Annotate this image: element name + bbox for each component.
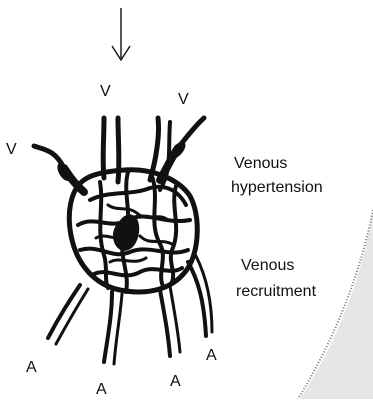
artery-label-3: A	[170, 373, 181, 390]
vein-label-top-left: V	[100, 83, 111, 100]
vein-label-left: V	[6, 141, 17, 158]
venous-hypertension-label-line1: Venous	[234, 155, 287, 172]
venous-recruitment-label-line1: Venous	[241, 257, 294, 274]
down-arrow-icon	[112, 8, 130, 60]
vein-label-top-right: V	[178, 91, 189, 108]
page-edge-shadow	[298, 210, 373, 399]
nidus-tangle	[69, 170, 197, 292]
artery-label-4: A	[206, 347, 217, 364]
artery-label-1: A	[26, 359, 37, 376]
artery-label-2: A	[96, 381, 107, 398]
venous-recruitment-label-line2: recruitment	[236, 283, 317, 300]
venous-hypertension-label-line2: hypertension	[231, 179, 323, 196]
